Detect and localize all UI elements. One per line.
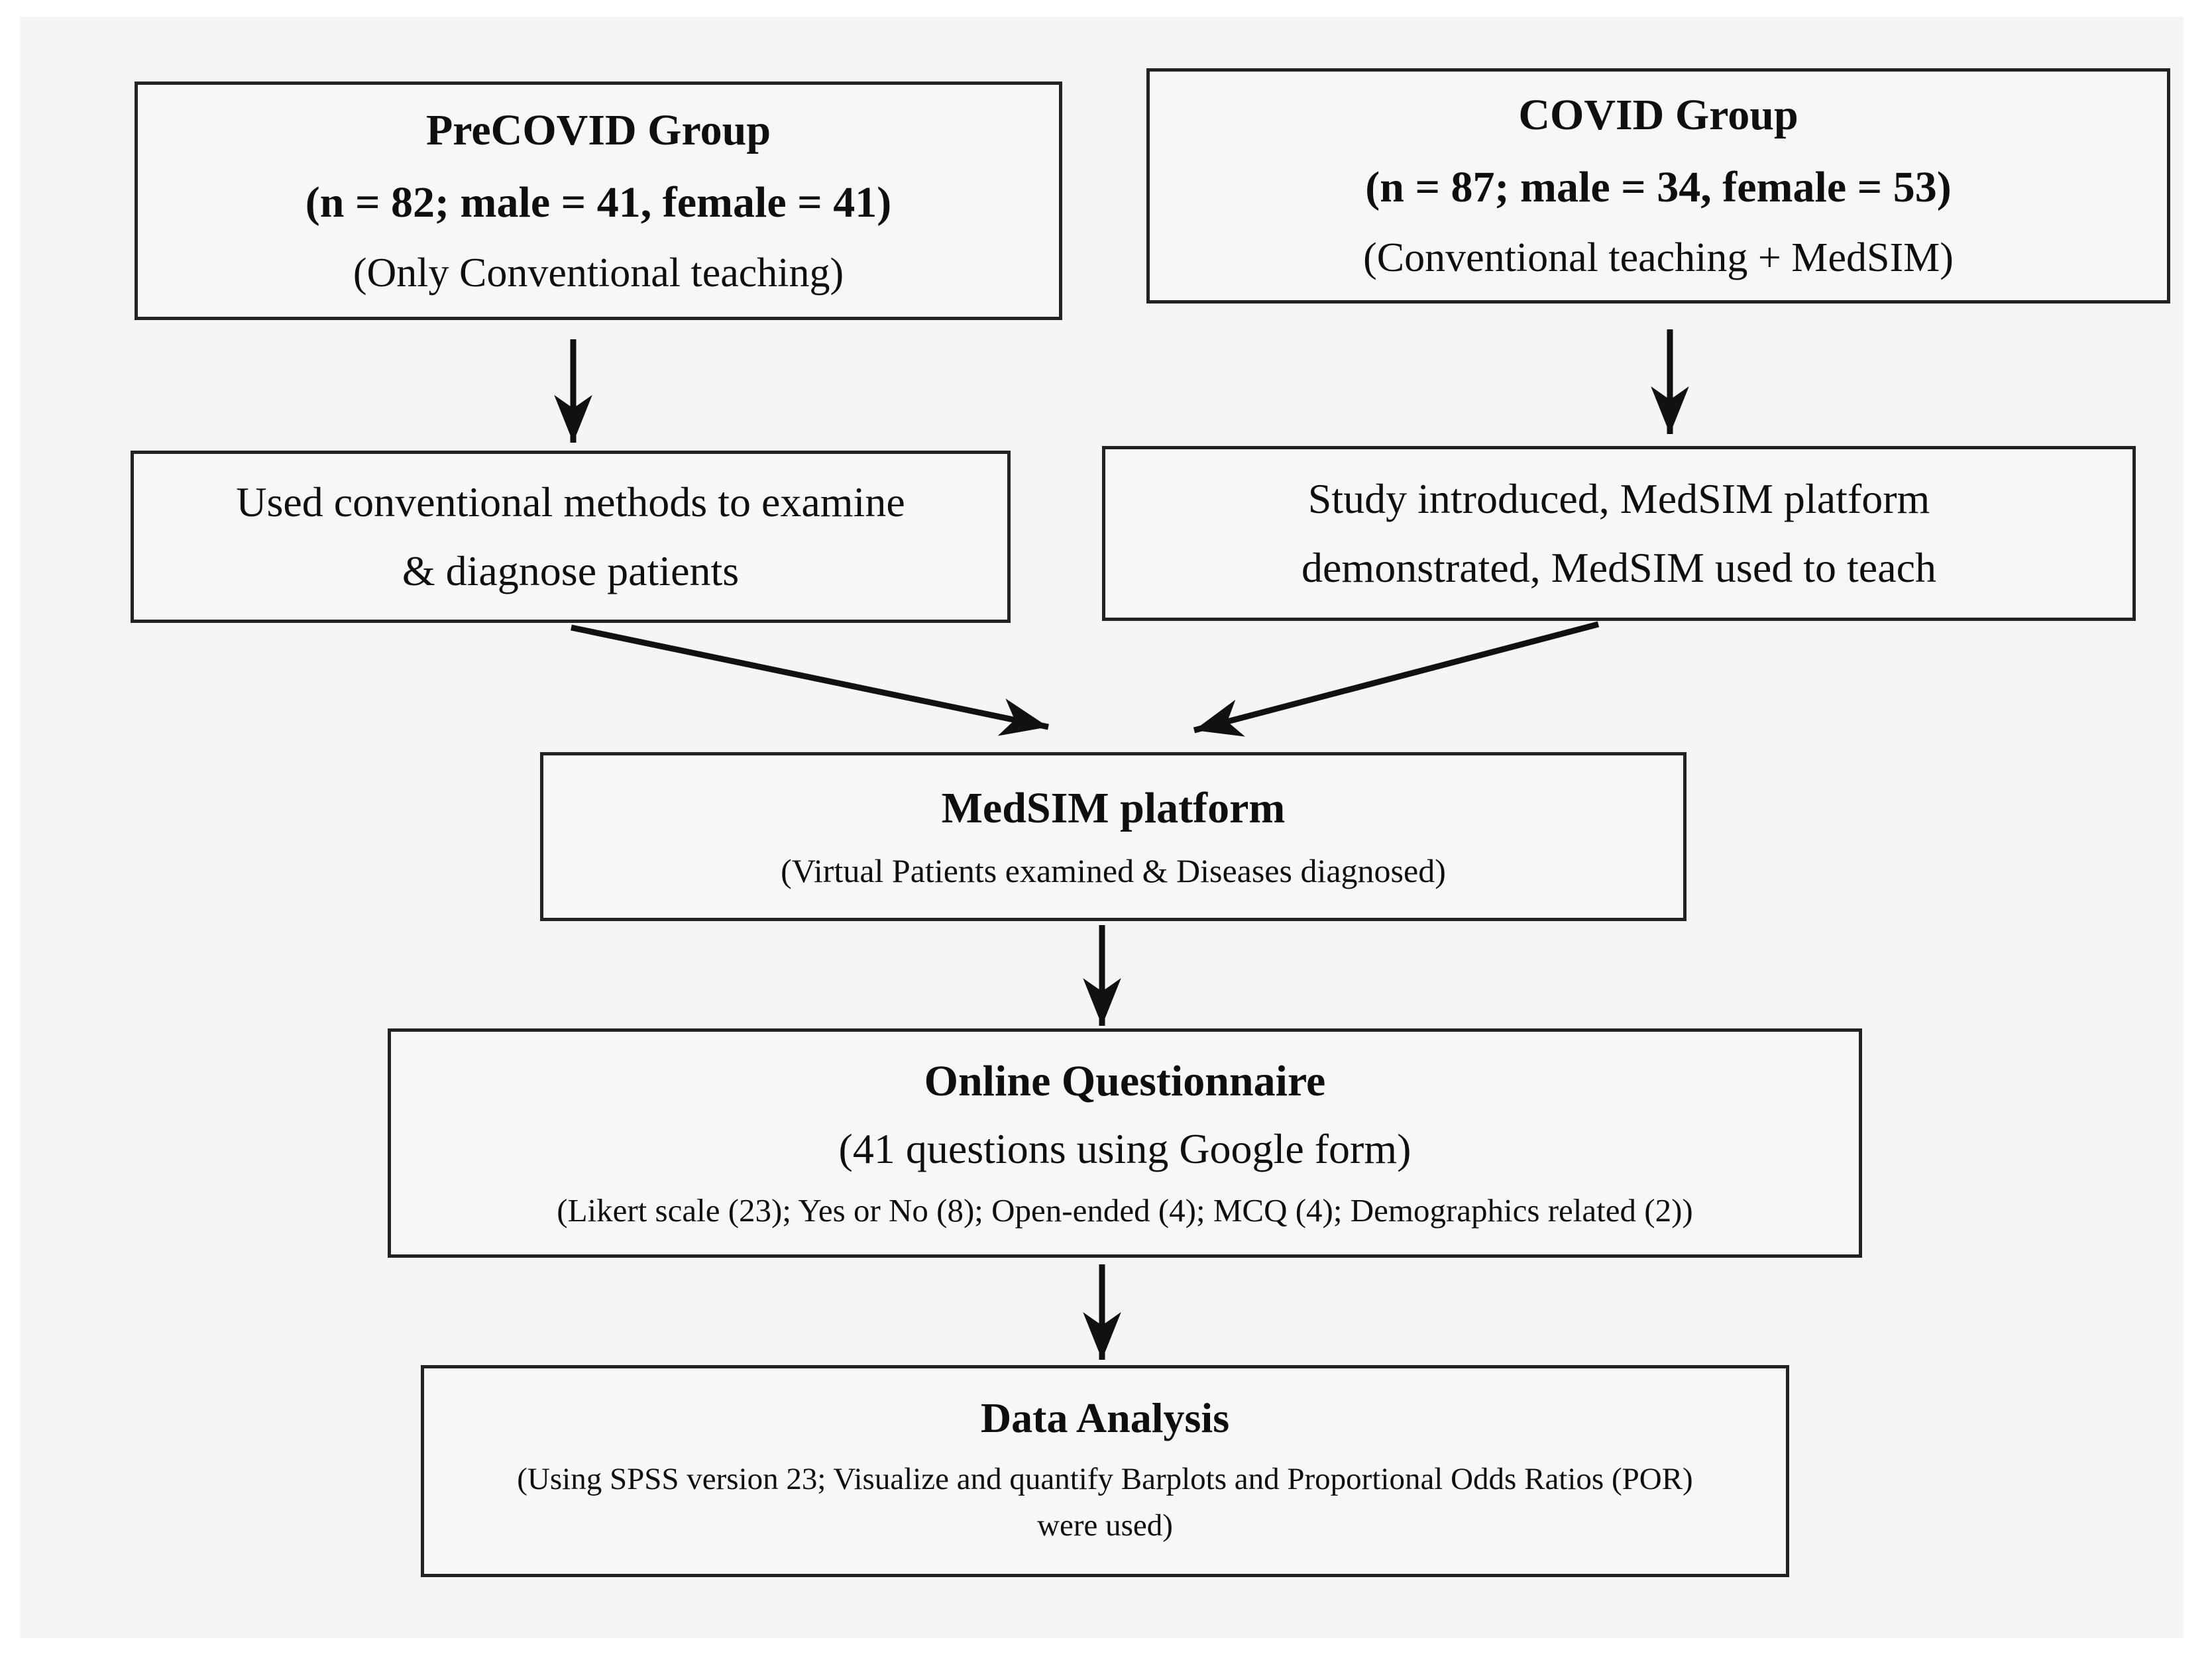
- covid-note: (Conventional teaching + MedSIM): [1363, 235, 1954, 281]
- box-online-questionnaire: Online Questionnaire (41 questions using…: [388, 1028, 1862, 1258]
- box-covid-group: COVID Group (n = 87; male = 34, female =…: [1146, 68, 2170, 304]
- box-data-analysis: Data Analysis (Using SPSS version 23; Vi…: [421, 1365, 1789, 1577]
- box-precovid-group: PreCOVID Group (n = 82; male = 41, femal…: [135, 82, 1062, 320]
- analysis-title: Data Analysis: [980, 1394, 1230, 1442]
- study-introduced-text: Study introduced, MedSIM platform demons…: [1301, 475, 1936, 591]
- questionnaire-title: Online Questionnaire: [924, 1057, 1326, 1106]
- precovid-count: (n = 82; male = 41, female = 41): [305, 178, 892, 227]
- box-conventional-methods: Used conventional methods to examine & d…: [131, 451, 1011, 623]
- conventional-methods-text: Used conventional methods to examine & d…: [236, 478, 905, 594]
- questionnaire-note: (Likert scale (23); Yes or No (8); Open-…: [557, 1192, 1693, 1229]
- covid-count: (n = 87; male = 34, female = 53): [1365, 163, 1952, 212]
- covid-title: COVID Group: [1518, 91, 1798, 140]
- precovid-note: (Only Conventional teaching): [353, 250, 844, 296]
- analysis-note: (Using SPSS version 23; Visualize and qu…: [517, 1461, 1693, 1543]
- box-medsim-platform: MedSIM platform (Virtual Patients examin…: [540, 752, 1687, 921]
- medsim-note: (Virtual Patients examined & Diseases di…: [781, 852, 1446, 889]
- box-study-introduced: Study introduced, MedSIM platform demons…: [1102, 446, 2136, 621]
- precovid-title: PreCOVID Group: [425, 105, 771, 154]
- questionnaire-subtitle: (41 questions using Google form): [838, 1125, 1411, 1172]
- medsim-title: MedSIM platform: [941, 783, 1286, 832]
